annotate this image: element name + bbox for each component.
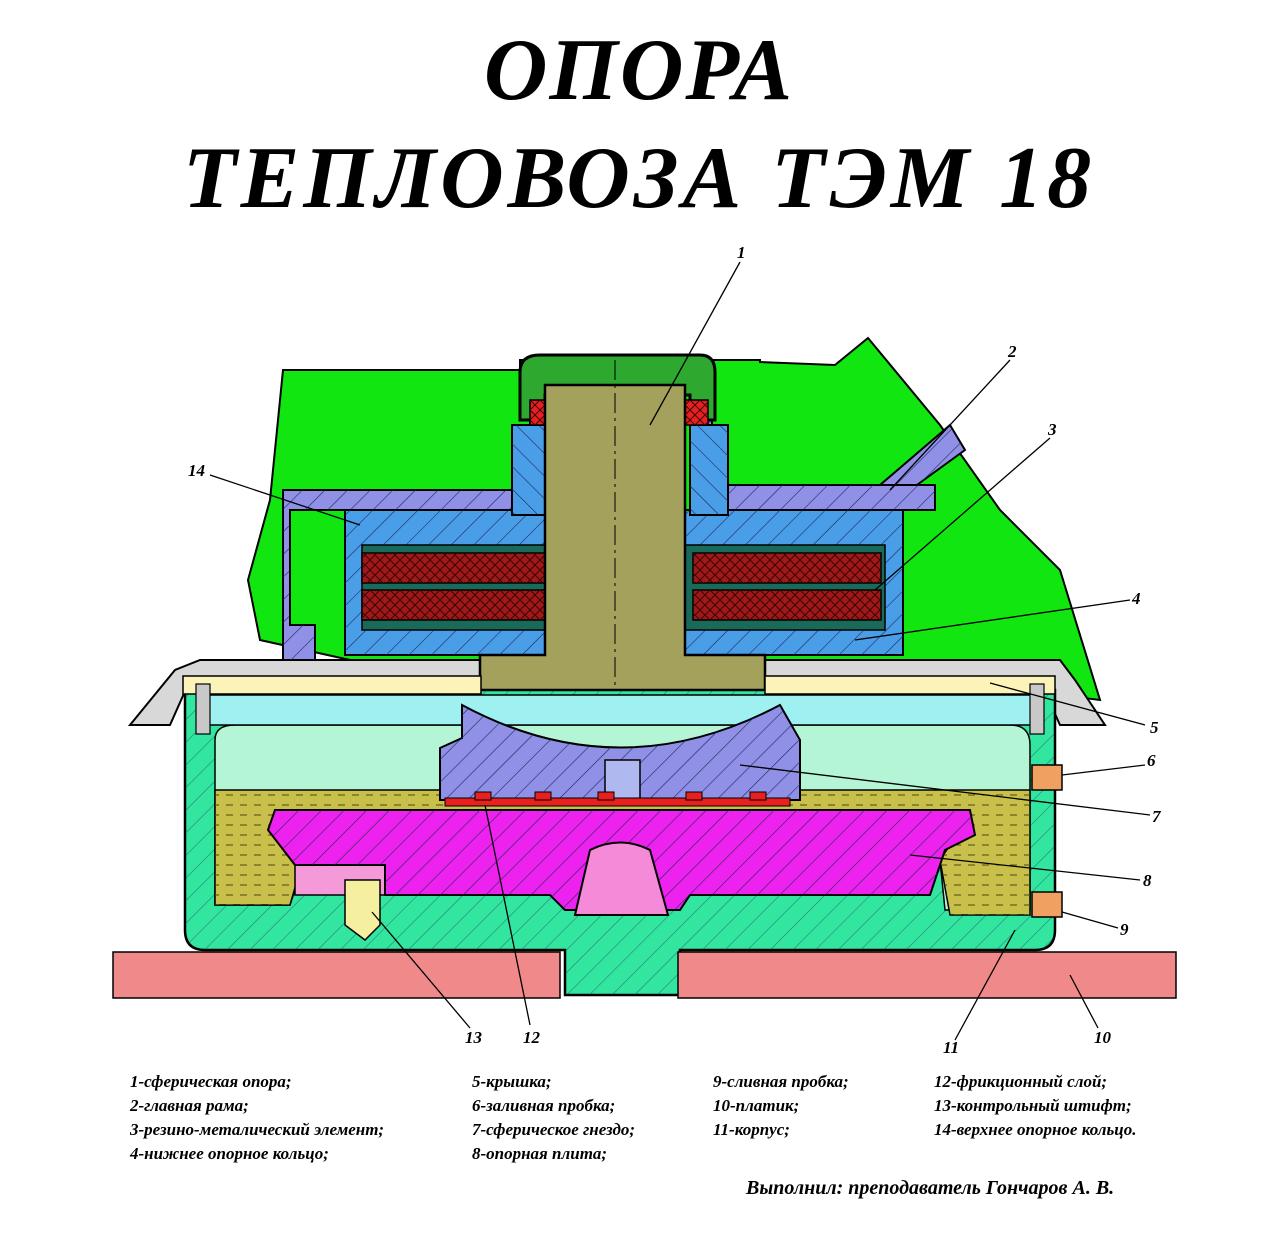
legend-item: 7-сферическое гнездо; bbox=[472, 1120, 636, 1139]
legend-item: 10-платик; bbox=[713, 1096, 800, 1115]
filler-plug bbox=[1031, 764, 1063, 791]
legend-item: 6-заливная пробка; bbox=[472, 1096, 616, 1115]
legend-item: 14-верхнее опорное кольцо. bbox=[934, 1120, 1137, 1139]
rubber-metal-element bbox=[361, 544, 886, 631]
callout-10: 10 bbox=[1094, 1028, 1112, 1047]
callout-7: 7 bbox=[1152, 807, 1162, 826]
legend-item: 13-контрольный штифт; bbox=[934, 1096, 1132, 1115]
legend-item: 9-сливная пробка; bbox=[713, 1072, 849, 1091]
cover bbox=[182, 675, 1056, 735]
spherical-seat bbox=[439, 703, 801, 801]
callout-1: 1 bbox=[737, 243, 746, 262]
legend-column-4: 12-фрикционный слой; 13-контрольный штиф… bbox=[934, 1070, 1136, 1142]
callout-8: 8 bbox=[1143, 871, 1152, 890]
callout-12: 12 bbox=[523, 1028, 541, 1047]
legend-item: 2-главная рама; bbox=[130, 1096, 249, 1115]
callout-numbers: 1 2 3 4 5 6 7 8 9 10 11 12 13 14 bbox=[188, 243, 1162, 1057]
callout-6: 6 bbox=[1147, 751, 1156, 770]
friction-layer bbox=[444, 791, 791, 807]
callout-5: 5 bbox=[1150, 718, 1159, 737]
legend-item: 1-сферическая опора; bbox=[130, 1072, 292, 1091]
legend-item: 12-фрикционный слой; bbox=[934, 1072, 1108, 1091]
legend-item: 5-крышка; bbox=[472, 1072, 552, 1091]
legend-column-3: 9-сливная пробка; 10-платик; 11-корпус; bbox=[713, 1070, 849, 1142]
callout-9: 9 bbox=[1120, 920, 1129, 939]
callout-13: 13 bbox=[465, 1028, 483, 1047]
leader-lines bbox=[209, 261, 1151, 1041]
legend-item: 11-корпус; bbox=[713, 1120, 790, 1139]
legend-item: 8-опорная плита; bbox=[472, 1144, 608, 1163]
author-credit: Выполнил: преподаватель Гончаров А. В. bbox=[746, 1177, 1115, 1199]
legend-column-2: 5-крышка; 6-заливная пробка; 7-сферическ… bbox=[472, 1070, 635, 1166]
callout-14: 14 bbox=[188, 461, 205, 480]
support-plate bbox=[266, 809, 977, 916]
control-pin bbox=[344, 879, 381, 941]
drain-plug bbox=[1031, 891, 1063, 918]
callout-2: 2 bbox=[1007, 342, 1017, 361]
legend-column-1: 1-сферическая опора; 2-главная рама; 3-р… bbox=[130, 1070, 384, 1166]
callout-11: 11 bbox=[943, 1038, 959, 1057]
callout-3: 3 bbox=[1047, 420, 1057, 439]
callout-4: 4 bbox=[1131, 589, 1141, 608]
title-line-2: ТЕПЛОВОЗА ТЭМ 18 bbox=[182, 130, 1096, 227]
legend-item: 3-резино-металический элемент; bbox=[130, 1120, 385, 1139]
legend-item: 4-нижнее опорное кольцо; bbox=[130, 1144, 329, 1163]
platik bbox=[112, 951, 1177, 999]
title-line-1: ОПОРА bbox=[483, 22, 795, 119]
